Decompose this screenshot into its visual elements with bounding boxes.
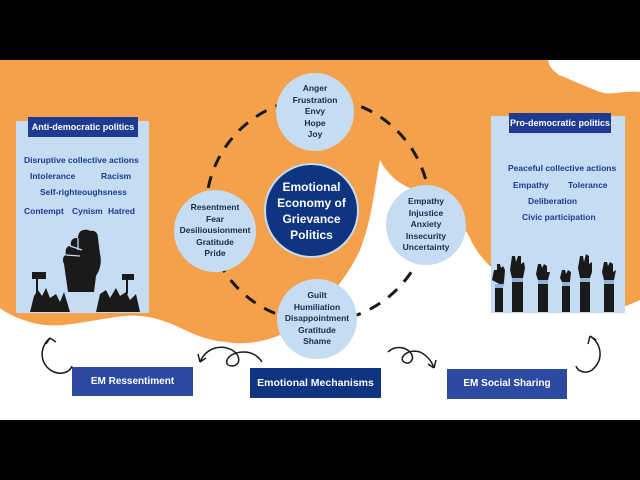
node-right-line: Uncertainty [402,242,450,253]
node-right-line: Insecurity [405,230,447,241]
emotion-node-right: Empathy Injustice Anxiety Insecurity Unc… [386,185,466,265]
emotion-node-top: Anger Frustration Envy Hope Joy [276,73,354,151]
left-item-racism: Racism [101,171,132,181]
node-top-line: Envy [304,106,326,117]
node-right-line: Injustice [408,207,444,218]
node-left-line: Gratitude [196,236,234,247]
node-top-line: Anger [302,83,328,94]
node-bottom-line: Guilt [307,290,327,301]
left-item-disruptive: Disruptive collective actions [24,155,139,165]
node-right-line: Anxiety [410,219,442,230]
arrowhead-left [45,337,57,345]
node-top-line: Hope [304,117,326,128]
emotion-node-left: Resentment Fear Desiliousionment Gratitu… [174,190,256,272]
right-item-tolerance: Tolerance [568,180,608,190]
node-bottom-line: Shame [303,336,331,347]
left-item-cynism: Cynism [72,206,103,216]
right-item-peaceful: Peaceful collective actions [508,163,617,173]
arrowhead-right [587,335,597,345]
node-top-line: Joy [307,129,323,140]
arrowhead-center-left [197,353,207,363]
left-item-hatred: Hatred [108,206,135,216]
center-line: Politics [290,227,333,242]
em-ressentiment-label: EM Ressentiment [72,367,193,396]
node-left-line: Pride [204,248,226,259]
em-social-sharing-label: EM Social Sharing [447,369,567,399]
emotional-mechanisms-label: Emotional Mechanisms [250,368,381,398]
white-dot-1 [556,64,568,76]
right-item-deliberation: Deliberation [528,196,578,206]
pro-democratic-title: Pro-democratic politics [509,113,611,133]
node-bottom-line: Gratitude [298,324,336,335]
curved-arrow-right-icon [575,335,601,373]
node-top-line: Frustration [292,94,338,105]
curved-arrow-left-icon [41,337,73,374]
center-line: Economy of [277,195,346,210]
curly-arrow-center-left-icon [199,346,263,367]
left-item-intolerance: Intolerance [30,171,76,181]
anti-democratic-title: Anti-democratic politics [28,117,138,137]
raised-fist-protest-icon [30,229,140,312]
node-bottom-line: Disappointment [284,313,350,324]
white-splash-top [548,60,640,94]
node-left-line: Resentment [190,202,240,213]
center-line: Emotional [282,179,341,194]
raised-hands-icon [492,254,616,312]
emotion-node-bottom: Guilt Humiliation Disappointment Gratitu… [277,279,357,359]
center-line: Grievance [282,211,341,226]
node-bottom-line: Humiliation [293,301,341,312]
left-item-self-righteousness: Self-righteoughsness [40,187,127,197]
node-right-line: Empathy [408,196,444,207]
curly-arrow-center-right-icon [387,346,435,369]
arrowhead-center-right [427,359,437,369]
white-dot-2 [146,328,154,336]
left-item-contempt: Contempt [24,206,64,216]
center-concept-circle: Emotional Economy of Grievance Politics [264,163,359,258]
node-left-line: Fear [206,213,224,224]
node-left-line: Desiliousionment [179,225,251,236]
right-item-civic: Civic participation [522,212,596,222]
right-item-empathy: Empathy [513,180,549,190]
